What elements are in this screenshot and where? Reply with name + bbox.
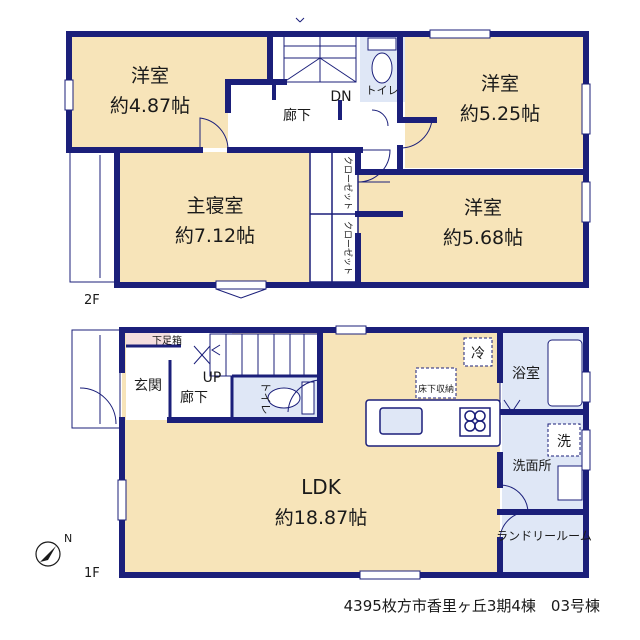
toilet-fixture-1f [267,381,315,415]
kitchen-counter [365,399,501,447]
room-shoe-box [126,332,181,346]
western-se-size: 約5.68帖 [443,227,523,249]
floor-1-label: 1F [84,566,100,581]
walls-1f [119,327,589,578]
master-size: 約7.12帖 [175,225,255,247]
stairs-1f [193,333,319,377]
closet-b-label: クローゼット [342,221,354,275]
toilet-1f-label: トイレ [259,382,272,415]
caption: 4395枚方市香里ヶ丘3期4棟 03号棟 [344,597,600,615]
master-name: 主寝室 [186,195,243,217]
room-master [120,152,310,282]
western-nw-name: 洋室 [131,65,169,87]
closet-a [310,152,358,214]
floor-storage-label: 床下収納 [418,383,454,395]
washer-label: 洗 [557,434,571,450]
ldk-name: LDK [301,475,342,499]
windows-2f [64,29,591,299]
floor-2-label: 2F [84,293,100,308]
bath-label: 浴室 [512,365,540,382]
western-nw-size: 約4.87帖 [110,95,190,117]
floor-1: LDK 約18.87帖 玄関 下足箱 UP 廊下 トイレ 冷 床下収納 浴室 洗… [71,325,592,581]
western-se-name: 洋室 [464,197,502,219]
doors-1f [79,379,529,541]
washer-box [547,423,581,457]
room-western-se [358,172,583,282]
windows-1f [117,325,591,580]
room-entrance [126,346,170,420]
svg-text:N: N [64,532,72,545]
closet-b [310,214,358,282]
room-laundry [502,512,586,572]
toilet-fixture-2f [367,37,397,84]
room-western-ne [405,34,583,168]
fridge-label: 冷 [471,346,485,362]
hall-2f-label: 廊下 [283,107,311,124]
closet-a-label: クローゼット [342,156,354,210]
western-ne-name: 洋室 [481,73,519,95]
closet-partitions [309,151,359,283]
compass-icon: N [35,532,72,567]
washroom-label: 洗面所 [512,459,551,474]
floor-2: 洋室 約4.87帖 洋室 約5.25帖 主寝室 約7.12帖 洋室 約5.68帖… [64,17,591,308]
porch [71,329,121,429]
western-ne-size: 約5.25帖 [460,103,540,125]
stairs-dn-label: DN [330,89,351,105]
hall-1f-label: 廊下 [180,389,208,406]
ldk-size: 約18.87帖 [275,507,367,529]
fridge-box [463,337,493,367]
balcony [69,149,119,283]
floor-storage-box [415,367,457,399]
entrance-label: 玄関 [134,377,162,394]
doors-2f [199,109,433,183]
bathtub [547,339,583,407]
shoe-box-label: 下足箱 [152,334,182,347]
washbasin [557,465,583,501]
toilet-2f-label: トイレ [366,84,399,97]
laundry-label: ランドリールーム [496,529,592,543]
stairs-up-label: UP [203,370,222,386]
stairs-2f [283,17,357,83]
